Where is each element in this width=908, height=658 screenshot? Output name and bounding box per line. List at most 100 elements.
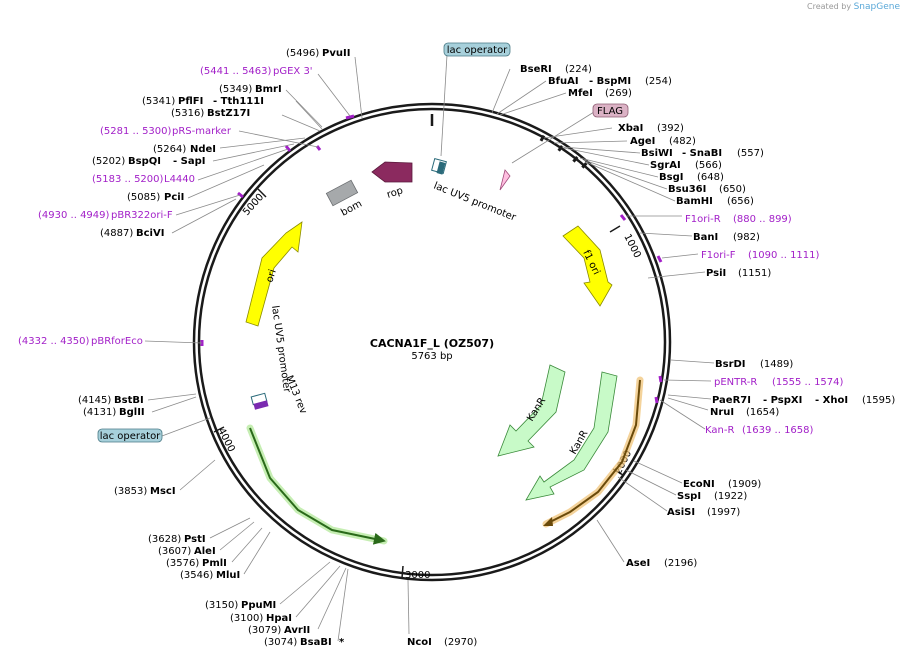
site-mlui-name: MluI	[216, 570, 240, 581]
backbone	[192, 102, 672, 582]
tick-5000	[257, 188, 267, 198]
tick-1000	[609, 225, 621, 233]
site-bstbi-pos: (4145)	[78, 395, 111, 406]
site-bamhi-pos: (656)	[727, 196, 754, 207]
primer-f1orir-range: (880 .. 899)	[733, 214, 792, 225]
site-agei-name: AgeI	[630, 136, 655, 147]
site-asei-pos: (2196)	[664, 558, 697, 569]
site-ndei-pos: (5264)	[153, 144, 186, 155]
primer-l4440-range: (5183 .. 5200)	[92, 174, 164, 185]
site-pcii-name: PciI	[164, 192, 184, 203]
site-econi-pos: (1909)	[728, 479, 761, 490]
primer-pentr-range: (1555 .. 1574)	[772, 377, 844, 388]
feature-bom-label: bom	[339, 199, 364, 219]
site-pmli-name: PmlI	[202, 558, 227, 569]
site-bsgi-name: BsgI	[659, 172, 683, 183]
feature-lac-operator-left[interactable]: lac operator	[97, 428, 163, 443]
site-bsabi-name: BsaBI	[300, 637, 332, 648]
site-bseri-pos: (224)	[565, 64, 592, 75]
primer-mark-kanr	[654, 396, 659, 404]
feature-lac-operator-left-label: lac operator	[100, 431, 161, 442]
feature-f1-ori[interactable]: f1 ori	[562, 225, 613, 307]
feature-lac-uv5-top-label: lac UV5 promoter	[432, 181, 518, 224]
primer-mark-pgex3	[345, 114, 355, 120]
site-bfuai-name: BfuAI	[548, 76, 579, 87]
site-bamhi-name: BamHI	[676, 196, 713, 207]
primer-l4440-name: L4440	[164, 174, 195, 185]
feature-ori[interactable]: ori	[245, 221, 303, 327]
feature-lac-uv5-promoter-top[interactable]: lac UV5 promoter	[431, 158, 518, 224]
primer-f1orif-range: (1090 .. 1111)	[748, 250, 820, 261]
site-sspi-pos: (1922)	[714, 491, 747, 502]
primer-prs-range: (5281 .. 5300)	[100, 126, 172, 137]
feature-flag-label: FLAG	[597, 106, 623, 117]
site-sgrai-pos: (566)	[695, 160, 722, 171]
site-bmri-name: BmrI	[255, 84, 282, 95]
site-bsiwi-alt: - SnaBI	[682, 148, 722, 159]
site-psii-pos: (1151)	[738, 268, 771, 279]
feature-bom[interactable]: bom	[325, 179, 364, 219]
primer-mark-l4440	[284, 145, 292, 152]
site-ncoi-pos: (2970)	[444, 637, 477, 648]
site-hpai-name: HpaI	[266, 613, 292, 624]
backbone-cut-marks	[539, 134, 588, 169]
site-paer7i-alt2: - XhoI	[815, 395, 848, 406]
snapgene-brand: SnapGene	[853, 2, 900, 12]
primer-f1orif-name: F1ori-F	[701, 250, 736, 261]
site-bstz17i-pos: (5316)	[171, 108, 204, 119]
site-alei-name: AleI	[194, 546, 216, 557]
site-bani-name: BanI	[693, 232, 718, 243]
site-bsabi-pos: (3074)	[264, 637, 297, 648]
site-bcivi-name: BciVI	[136, 228, 164, 239]
site-bglii-name: BglII	[119, 407, 145, 418]
site-avrii-pos: (3079)	[248, 625, 281, 636]
primer-pgex3-name: pGEX 3'	[273, 66, 313, 77]
primer-mark-f1orif	[656, 255, 663, 263]
snapgene-credit: Created by SnapGene	[807, 2, 900, 12]
site-bstbi-name: BstBI	[114, 395, 144, 406]
orf-arrow-bottom[interactable]	[246, 424, 388, 545]
site-bsrdi-pos: (1489)	[760, 359, 793, 370]
leader-lines	[144, 56, 715, 642]
primer-mark-f1orir	[619, 214, 627, 221]
primer-mark-pentr	[658, 375, 663, 383]
site-ndei-name: NdeI	[190, 144, 216, 155]
site-bsgi-pos: (648)	[697, 172, 724, 183]
site-bsu36i-name: Bsu36I	[668, 184, 706, 195]
site-pmli-pos: (3576)	[166, 558, 199, 569]
credit-prefix: Created by	[807, 2, 852, 11]
feature-flag[interactable]: FLAG	[499, 103, 629, 191]
site-mfei-pos: (269)	[605, 88, 632, 99]
site-bsrdi-name: BsrDI	[715, 359, 746, 370]
orf-arrow-right[interactable]	[542, 376, 644, 528]
primer-pentr-name: pENTR-R	[714, 377, 757, 388]
site-bspqi-alt: - SapI	[173, 156, 205, 167]
primer-prs-name: pRS-marker	[172, 126, 232, 137]
site-paer7i-pos: (1595)	[862, 395, 895, 406]
site-paer7i-name: PaeR7I	[712, 395, 751, 406]
primer-pbrforeco-name: pBRforEco	[91, 336, 143, 347]
site-bfuai-pos: (254)	[645, 76, 672, 87]
plasmid-name: CACNA1F_L (OZ507)	[370, 337, 494, 350]
feature-m13-rev-label: M13 rev	[283, 374, 308, 416]
feature-lac-operator-top[interactable]: lac operator	[440, 42, 511, 157]
feature-kanr-1[interactable]: KanR	[497, 364, 566, 457]
site-psti-pos: (3628)	[148, 534, 181, 545]
site-bsabi-mark: *	[339, 637, 345, 648]
site-bsu36i-pos: (650)	[719, 184, 746, 195]
site-bsiwi-pos: (557)	[737, 148, 764, 159]
site-msci-name: MscI	[150, 486, 176, 497]
site-bani-pos: (982)	[733, 232, 760, 243]
site-ppumi-pos: (3150)	[205, 600, 238, 611]
site-pflfi-pos: (5341)	[142, 96, 175, 107]
site-bseri-name: BseRI	[520, 64, 552, 75]
primer-f1orir-name: F1ori-R	[685, 214, 721, 225]
feature-lac-uv5-promoter-left[interactable]: lac UV5 promoter M13 rev	[250, 305, 309, 416]
primer-mark-pbr322	[237, 191, 244, 199]
site-pflfi-name: PflFI	[178, 96, 203, 107]
site-econi-name: EcoNI	[683, 479, 715, 490]
feature-rop[interactable]: rop	[371, 161, 413, 201]
primer-kanr-range: (1639 .. 1658)	[742, 425, 814, 436]
site-bspqi-pos: (5202)	[92, 156, 125, 167]
